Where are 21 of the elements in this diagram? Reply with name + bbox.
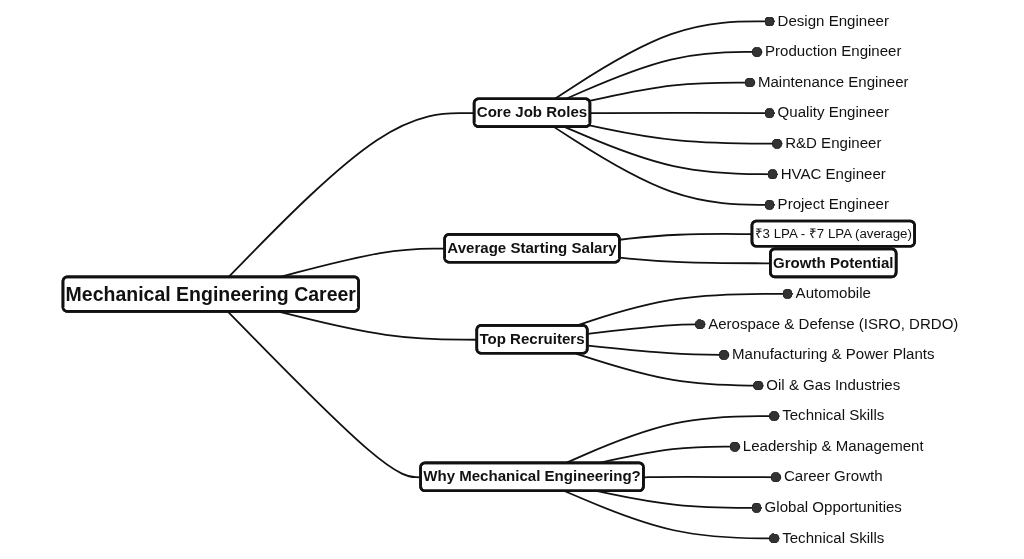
node-text: Career Growth [783,468,883,486]
node-text: Design Engineer [777,12,889,30]
connector [564,490,781,544]
node-text: Oil & Gas Industries [766,376,901,394]
node-text: R&D Engineer [785,134,882,152]
node-text: HVAC Engineer [780,165,886,183]
node-text: Manufacturing & Power Plants [731,345,935,363]
node-text: Project Engineer [777,195,889,213]
node-text: Technical Skills [782,407,885,424]
node-text: Production Engineer [765,42,902,60]
connector [588,124,784,150]
node-text: Maintenance Engineer [757,73,909,91]
connector [588,77,757,102]
connector [564,126,780,180]
node-text: Leadership & Management [742,437,924,455]
node-text: Aerospace & Defense (ISRO, DRDO) [708,315,959,333]
node-text: Quality Engineer [777,104,889,121]
node-text: Global Opportunities [764,498,902,516]
node-text: Automobile [795,284,871,302]
connector [643,471,783,483]
node-text: Technical Skills [782,529,885,547]
